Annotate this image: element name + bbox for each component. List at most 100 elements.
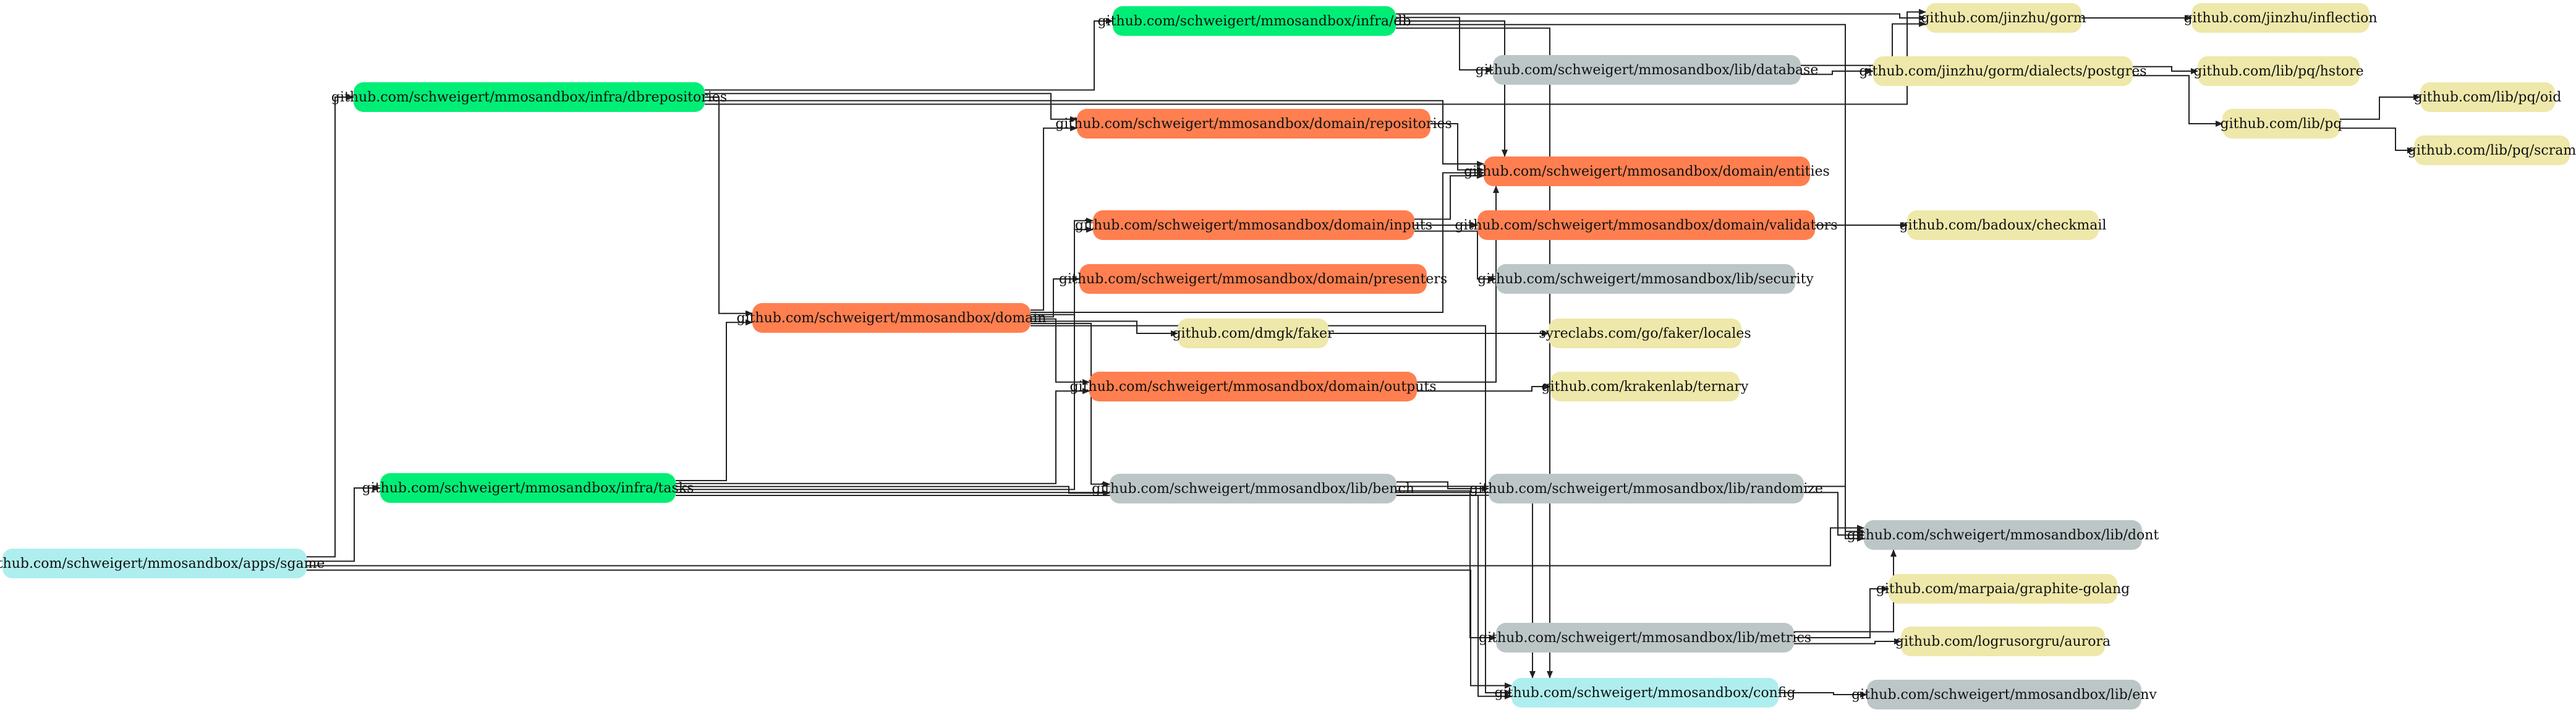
node-label: github.com/schweigert/mmosandbox/config: [1494, 685, 1795, 701]
node-inputs[interactable]: github.com/schweigert/mmosandbox/domain/…: [1075, 210, 1432, 240]
edge: [2133, 66, 2198, 74]
node-postgres[interactable]: github.com/jinzhu/gorm/dialects/postgres: [1859, 56, 2147, 86]
node-label: github.com/schweigert/mmosandbox/domain/…: [1059, 272, 1447, 287]
node-randomize[interactable]: github.com/schweigert/mmosandbox/lib/ran…: [1469, 474, 1823, 503]
edge: [676, 226, 1094, 490]
edge: [1801, 68, 1874, 75]
node-gorm[interactable]: github.com/jinzhu/gorm: [1921, 3, 2086, 33]
edge-bench-to-randomize: [1396, 481, 1489, 492]
node-box: [2420, 82, 2555, 112]
node-label: github.com/dmgk/faker: [1172, 326, 1334, 341]
node-box: [1077, 109, 1430, 139]
node-box: [1110, 474, 1396, 503]
edge: [676, 495, 1512, 700]
node-box: [1484, 156, 1810, 186]
edge-db-to-gorm: [1396, 13, 1926, 21]
edge: [1396, 13, 1926, 21]
edge-domain-to-faker: [1031, 320, 1178, 336]
node-env[interactable]: github.com/schweigert/mmosandbox/lib/env: [1851, 680, 2157, 709]
edge-outputs-to-entities: [1417, 186, 1499, 383]
node-oid[interactable]: github.com/lib/pq/oid: [2414, 82, 2562, 112]
node-box: [752, 303, 1031, 333]
node-hstore[interactable]: github.com/lib/pq/hstore: [2193, 56, 2364, 86]
node-presenters[interactable]: github.com/schweigert/mmosandbox/domain/…: [1059, 264, 1447, 294]
node-box: [1496, 623, 1794, 653]
node-graphite[interactable]: github.com/marpaia/graphite-golang: [1876, 574, 2130, 604]
node-db[interactable]: github.com/schweigert/mmosandbox/infra/d…: [1097, 6, 1411, 36]
node-sgame[interactable]: github.com/schweigert/mmosandbox/apps/sg…: [0, 549, 325, 578]
edge-metrics-to-aurora: [1794, 638, 1902, 644]
node-aurora[interactable]: github.com/logrusorgru/aurora: [1895, 627, 2111, 656]
node-checkmail[interactable]: github.com/badoux/checkmail: [1900, 210, 2107, 240]
edge: [1396, 24, 1864, 535]
node-box: [1113, 6, 1396, 36]
node-box: [1550, 372, 1740, 401]
edge: [307, 569, 1512, 689]
edge: [2340, 127, 2415, 153]
edge-db-to-entities: [1396, 20, 1508, 157]
node-domain[interactable]: github.com/schweigert/mmosandbox/domain: [736, 303, 1047, 333]
edge: [2340, 94, 2421, 120]
node-dont[interactable]: github.com/schweigert/mmosandbox/lib/don…: [1847, 520, 2159, 550]
node-locales[interactable]: syreclabs.com/go/faker/locales: [1539, 319, 1751, 348]
node-box: [1089, 372, 1417, 401]
node-label: github.com/schweigert/mmosandbox/domain/…: [1455, 218, 1837, 233]
edge: [307, 94, 354, 558]
node-entities[interactable]: github.com/schweigert/mmosandbox/domain/…: [1464, 156, 1830, 186]
edge-domain-to-bench: [1031, 323, 1110, 487]
node-box: [1926, 3, 2081, 33]
node-box: [2191, 3, 2370, 33]
edge: [1430, 123, 1484, 173]
node-inflection[interactable]: github.com/jinzhu/inflection: [2183, 3, 2378, 33]
edge-pq-to-oid: [2340, 94, 2421, 120]
edge: [1031, 318, 1090, 385]
node-outputs[interactable]: github.com/schweigert/mmosandbox/domain/…: [1069, 372, 1437, 401]
node-label: github.com/schweigert/mmosandbox/domain/…: [1069, 379, 1436, 395]
node-bench[interactable]: github.com/schweigert/mmosandbox/lib/ben…: [1092, 474, 1414, 503]
edge-db-to-config: [1396, 27, 1553, 679]
edge: [1396, 481, 1489, 492]
edge-tasks-to-config: [676, 495, 1512, 700]
node-label: github.com/schweigert/mmosandbox/domain/…: [1464, 164, 1830, 179]
node-label: github.com/schweigert/mmosandbox/lib/don…: [1847, 528, 2159, 543]
node-database[interactable]: github.com/schweigert/mmosandbox/lib/dat…: [1476, 55, 1819, 85]
node-label: syreclabs.com/go/faker/locales: [1539, 326, 1751, 341]
node-box: [1079, 264, 1427, 294]
edge: [1031, 323, 1110, 487]
node-dbrepositories[interactable]: github.com/schweigert/mmosandbox/infra/d…: [331, 82, 727, 112]
node-label: github.com/schweigert/mmosandbox/lib/ben…: [1092, 481, 1414, 497]
node-faker[interactable]: github.com/dmgk/faker: [1172, 319, 1334, 348]
node-repositories[interactable]: github.com/schweigert/mmosandbox/domain/…: [1055, 109, 1452, 139]
node-config[interactable]: github.com/schweigert/mmosandbox/config: [1494, 678, 1796, 708]
node-label: github.com/schweigert/mmosandbox/lib/dat…: [1476, 62, 1819, 78]
node-box: [2, 549, 307, 578]
edges-layer: [307, 9, 2421, 700]
node-box: [1549, 319, 1741, 348]
edge-metrics-to-graphite: [1794, 586, 1889, 638]
node-metrics[interactable]: github.com/schweigert/mmosandbox/lib/met…: [1479, 623, 1811, 653]
node-scram[interactable]: github.com/lib/pq/scram: [2408, 135, 2576, 165]
edge: [2133, 75, 2223, 127]
node-ternary[interactable]: github.com/krakenlab/ternary: [1542, 372, 1749, 401]
edge-outputs-to-ternary: [1417, 383, 1551, 392]
node-label: github.com/jinzhu/gorm/dialects/postgres: [1859, 64, 2146, 79]
edge: [1417, 186, 1499, 383]
node-tasks[interactable]: github.com/schweigert/mmosandbox/infra/t…: [362, 473, 694, 503]
edge-dbrepositories-to-domain: [705, 96, 753, 317]
edge: [1031, 169, 1484, 313]
edge: [1417, 383, 1551, 392]
node-pq[interactable]: github.com/lib/pq: [2221, 109, 2342, 139]
edge-tasks-to-outputs: [676, 388, 1090, 484]
node-security[interactable]: github.com/schweigert/mmosandbox/lib/sec…: [1477, 264, 1814, 294]
edge-db-to-dont: [1396, 24, 1864, 535]
node-label: github.com/schweigert/mmosandbox/domain/…: [1055, 116, 1452, 132]
node-validators[interactable]: github.com/schweigert/mmosandbox/domain/…: [1455, 210, 1838, 240]
edge: [1396, 490, 1497, 641]
edge: [1801, 20, 1926, 66]
edge-inputs-to-entities: [1414, 173, 1484, 220]
edge-dbrepositories-to-repositories: [705, 93, 1078, 122]
edge-domain-to-outputs: [1031, 318, 1090, 385]
node-label: github.com/schweigert/mmosandbox/apps/sg…: [0, 556, 325, 572]
node-box: [1093, 210, 1414, 240]
